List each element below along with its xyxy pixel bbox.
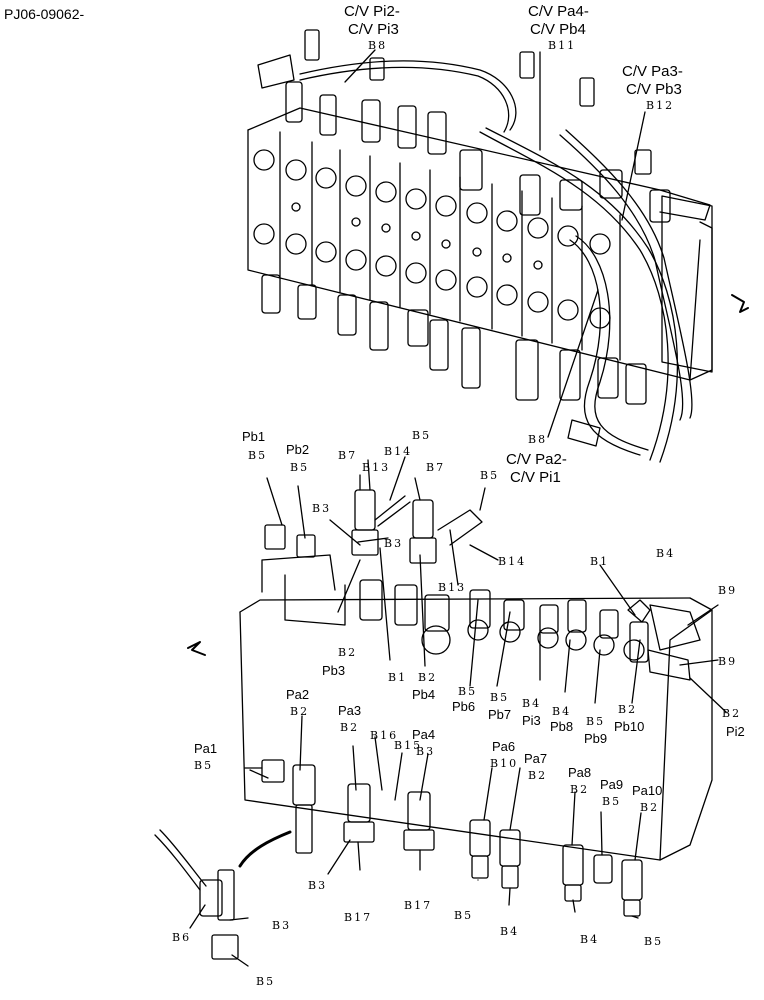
part-code-b2-pi2: B2 — [722, 707, 742, 720]
part-code-b5-detail: B5 — [256, 975, 276, 988]
part-code-b4-pi3: B4 — [522, 697, 542, 710]
part-code-b4-right: B4 — [656, 547, 676, 560]
part-code-b10: B10 — [490, 757, 519, 770]
part-code-b11: B11 — [548, 39, 577, 52]
port-pa8: Pa8 — [568, 765, 592, 780]
port-pa3: Pa3 — [338, 703, 362, 718]
part-code-b5-bottom: B5 — [454, 909, 474, 922]
port-pb1: Pb1 — [242, 429, 266, 444]
part-code-b13-right: B13 — [438, 581, 467, 594]
part-code-b3-pa4: B3 — [416, 745, 436, 758]
part-code-b2-pa3: B2 — [340, 721, 360, 734]
part-code-b1-right: B1 — [590, 555, 610, 568]
port-pb8: Pb8 — [550, 719, 574, 734]
port-pa10: Pa10 — [632, 783, 663, 798]
part-code-b2-pb4: B2 — [418, 671, 438, 684]
part-code-b3-bottom: B3 — [308, 879, 328, 892]
part-code-b7-left: B7 — [338, 449, 358, 462]
upper-control-valve — [247, 29, 713, 463]
port-pb2: Pb2 — [286, 442, 310, 457]
part-code-b12: B12 — [646, 99, 675, 112]
part-code-b5-pb9: B5 — [586, 715, 606, 728]
part-code-b2-pa2: B2 — [290, 705, 310, 718]
part-code-b13-top: B13 — [362, 461, 391, 474]
part-code-b17-right: B17 — [404, 899, 433, 912]
port-pb4: Pb4 — [412, 687, 436, 702]
part-code-b5-pb6: B5 — [458, 685, 478, 698]
port-pi2: Pi2 — [726, 724, 745, 739]
callout-cv-pa4-line1: C/V Pa4- — [528, 3, 589, 20]
part-code-b15: B15 — [394, 739, 423, 752]
part-code-b2-pa8: B2 — [570, 783, 590, 796]
part-code-b8-lower: B8 — [528, 433, 548, 446]
part-code-b9-bottom: B9 — [718, 655, 738, 668]
callout-cv-pa2-line1: C/V Pa2- — [506, 451, 567, 468]
port-pb9: Pb9 — [584, 731, 608, 746]
port-pa9: Pa9 — [600, 777, 624, 792]
port-pa7: Pa7 — [524, 751, 548, 766]
part-code-b4-bottom-right: B4 — [580, 933, 600, 946]
part-code-b5-pb7: B5 — [490, 691, 510, 704]
part-code-b2-pb10: B2 — [618, 703, 638, 716]
part-code-b2-pa7: B2 — [528, 769, 548, 782]
port-pa2: Pa2 — [286, 687, 310, 702]
part-code-b7-right: B7 — [426, 461, 446, 474]
lower-control-valve — [154, 456, 727, 967]
port-pb6: Pb6 — [452, 699, 476, 714]
figure-id: PJ06-09062- — [4, 6, 85, 22]
part-code-b8-top: B8 — [368, 39, 388, 52]
part-code-b2-pa10: B2 — [640, 801, 660, 814]
part-code-b14-right: B14 — [498, 555, 527, 568]
part-code-b5-top: B5 — [412, 429, 432, 442]
part-code-b5-pa1: B5 — [194, 759, 214, 772]
part-code-b5-pb2: B5 — [290, 461, 310, 474]
callout-cv-pi2-line1: C/V Pi2- — [344, 3, 400, 20]
part-code-b2-pb3: B2 — [338, 646, 358, 659]
port-pi3: Pi3 — [522, 713, 541, 728]
port-pb10: Pb10 — [614, 719, 645, 734]
port-pb3: Pb3 — [322, 663, 346, 678]
part-code-b9-top: B9 — [718, 584, 738, 597]
port-pa1: Pa1 — [194, 741, 218, 756]
part-code-b3-mid: B3 — [384, 537, 404, 550]
callout-cv-pb3-line2: C/V Pb3 — [626, 81, 682, 98]
callout-cv-pa3-line1: C/V Pa3- — [622, 63, 683, 80]
part-code-b17-left: B17 — [344, 911, 373, 924]
part-code-b3-left: B3 — [312, 502, 332, 515]
part-code-b16: B16 — [370, 729, 399, 742]
part-code-b5-pb1: B5 — [248, 449, 268, 462]
part-code-b3-detail: B3 — [272, 919, 292, 932]
port-pa6: Pa6 — [492, 739, 516, 754]
part-code-b4-pb8: B4 — [552, 705, 572, 718]
part-code-b5-bottom-right: B5 — [644, 935, 664, 948]
port-pa4: Pa4 — [412, 727, 436, 742]
callout-cv-pi1-line2: C/V Pi1 — [510, 469, 561, 486]
callout-cv-pi3-line2: C/V Pi3 — [348, 21, 399, 38]
port-pb7: Pb7 — [488, 707, 512, 722]
part-code-b4-bottom: B4 — [500, 925, 520, 938]
part-code-b6: B6 — [172, 931, 192, 944]
callout-cv-pb4-line2: C/V Pb4 — [530, 21, 586, 38]
part-code-b5-pa9: B5 — [602, 795, 622, 808]
part-code-b14-top: B14 — [384, 445, 413, 458]
part-code-b1-mid: B1 — [388, 671, 408, 684]
part-code-b5-right: B5 — [480, 469, 500, 482]
